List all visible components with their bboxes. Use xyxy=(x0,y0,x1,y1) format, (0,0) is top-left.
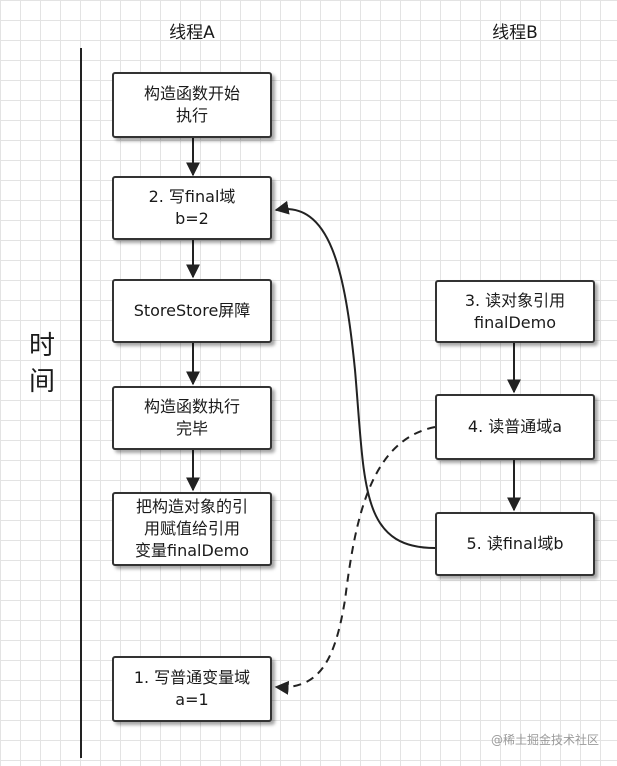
timeline-axis xyxy=(80,48,82,758)
thread-a-title: 线程A xyxy=(169,23,215,43)
box-storestore-barrier: StoreStore屏障 xyxy=(112,279,272,343)
box-constructor-finished: 构造函数执行完毕 xyxy=(112,386,272,450)
box-constructor-start: 构造函数开始执行 xyxy=(112,72,272,138)
box-read-normal-field: 4. 读普通域a xyxy=(435,394,595,460)
time-label-char: 间 xyxy=(28,367,55,397)
time-label-char: 时 xyxy=(28,331,55,361)
thread-b-title: 线程B xyxy=(492,23,538,43)
box-assign-reference: 把构造对象的引用赋值给引用变量finalDemo xyxy=(112,492,272,566)
watermark: @稀土掘金技术社区 xyxy=(490,733,599,747)
arrow-read-final-to-write-final xyxy=(274,200,436,549)
box-read-final-field: 5. 读final域b xyxy=(435,512,595,576)
time-axis-label: 时 间 xyxy=(22,328,62,400)
arrow-read-normal-to-write-normal xyxy=(274,426,436,695)
